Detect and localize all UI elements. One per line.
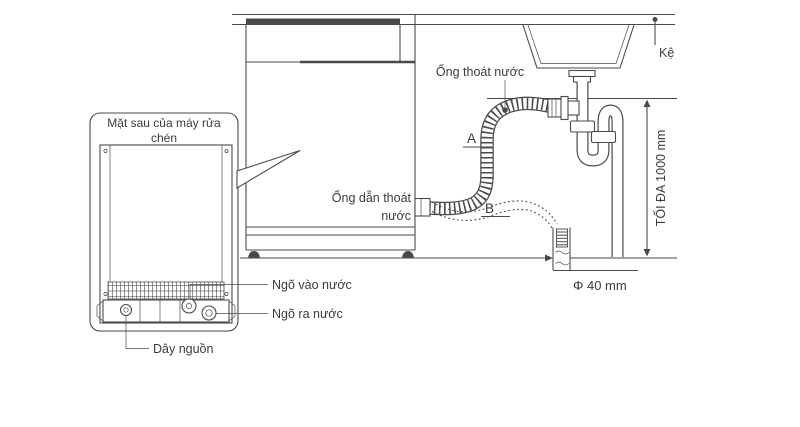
- panel-screw: [224, 149, 229, 153]
- p-trap: [566, 81, 624, 257]
- label-marker-b: B: [485, 201, 494, 216]
- power-cord-port: [119, 303, 133, 317]
- vent-grille: [107, 281, 225, 300]
- row-tab-right: [228, 300, 236, 322]
- label-drain-hose-line2: nước: [381, 209, 411, 223]
- label-water-outlet: Ngõ ra nước: [272, 307, 343, 321]
- drain-pipe-leader-dot: [502, 107, 508, 113]
- sink-drain-flange: [568, 69, 596, 78]
- callout-back-panel: Mặt sau của máy rửa chén: [89, 112, 239, 332]
- hose-end-in-standpipe: [556, 228, 568, 248]
- drain-hose-a: [414, 95, 569, 217]
- callout-title-line2: chén: [151, 131, 177, 145]
- sink: [522, 24, 635, 83]
- dishwasher-foot-left: [248, 251, 260, 258]
- standpipe: [552, 227, 638, 272]
- hose-connector-flange: [560, 95, 569, 121]
- label-drain-pipe: Ống thoát nước: [436, 64, 524, 79]
- trap-branch-nipple: [566, 100, 580, 116]
- panel-screw: [103, 292, 108, 296]
- dishwasher-foot-right: [402, 251, 414, 258]
- dishwasher-top-band: [246, 18, 400, 25]
- row-tab-left: [96, 300, 104, 322]
- panel-screw: [224, 292, 229, 296]
- back-panel-outline: [99, 144, 233, 324]
- water-outlet-port: [201, 305, 217, 321]
- water-wave-2: [555, 261, 570, 266]
- label-marker-a: A: [467, 131, 476, 146]
- water-inlet-port: [181, 298, 197, 314]
- power-cord-label-group: Dây nguồn: [125, 316, 214, 356]
- trap-nut-upper: [569, 120, 596, 133]
- label-max-height: TỐI ĐA 1000 mm: [653, 130, 668, 227]
- floor-line: [240, 254, 677, 262]
- water-outlet-label-group: Ngõ ra nước: [216, 307, 343, 321]
- callout-title-line1: Mặt sau của máy rửa: [107, 116, 221, 130]
- water-wave-1: [555, 250, 570, 255]
- shelf-marker: Kệ: [652, 17, 674, 60]
- water-inlet-label-group: Ngõ vào nước: [189, 278, 352, 300]
- hose-connector: [547, 98, 563, 118]
- trap-nut-lower: [590, 130, 617, 144]
- label-water-inlet: Ngõ vào nước: [272, 278, 352, 292]
- drain-pipe-label-group: Ống thoát nước: [436, 64, 524, 113]
- marker-a-group: A: [463, 131, 493, 148]
- shelf-dot: [652, 17, 658, 22]
- label-power-cord: Dây nguồn: [153, 342, 214, 356]
- marker-b-group: B: [481, 201, 510, 218]
- drain-hose-label-group: Ống dẫn thoát nước: [332, 190, 412, 223]
- label-shelf: Kệ: [659, 46, 674, 60]
- callout-pointer: [236, 149, 301, 189]
- label-pipe-diameter: Φ 40 mm: [573, 278, 627, 293]
- callout-box: [89, 112, 239, 332]
- dimension-max-height: TỐI ĐA 1000 mm: [643, 99, 668, 257]
- label-drain-hose-line1: Ống dẫn thoát: [332, 190, 412, 205]
- floor-arrow: [545, 254, 553, 262]
- connector-row: [102, 299, 230, 323]
- panel-screw: [103, 149, 108, 153]
- dishwasher-outlet-fitting: [414, 197, 431, 217]
